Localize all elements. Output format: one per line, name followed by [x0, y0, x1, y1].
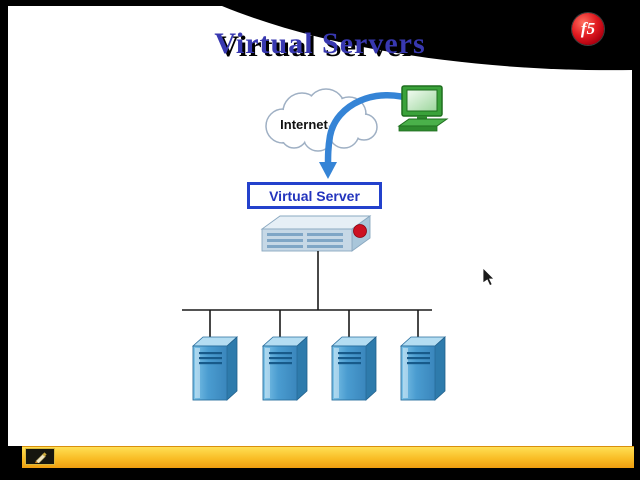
- pen-icon: [35, 452, 47, 463]
- virtual-server-box: Virtual Server: [247, 182, 382, 209]
- slide-area[interactable]: [8, 6, 632, 446]
- internet-label: Internet: [280, 117, 328, 132]
- slide-title: Virtual Servers: [214, 27, 426, 60]
- f5-logo: f5: [572, 13, 604, 45]
- f5-logo-text: f5: [580, 19, 596, 38]
- pen-tool-button[interactable]: [25, 448, 55, 465]
- presenter-bottom-bar: [22, 446, 634, 468]
- virtual-server-label: Virtual Server: [269, 187, 360, 204]
